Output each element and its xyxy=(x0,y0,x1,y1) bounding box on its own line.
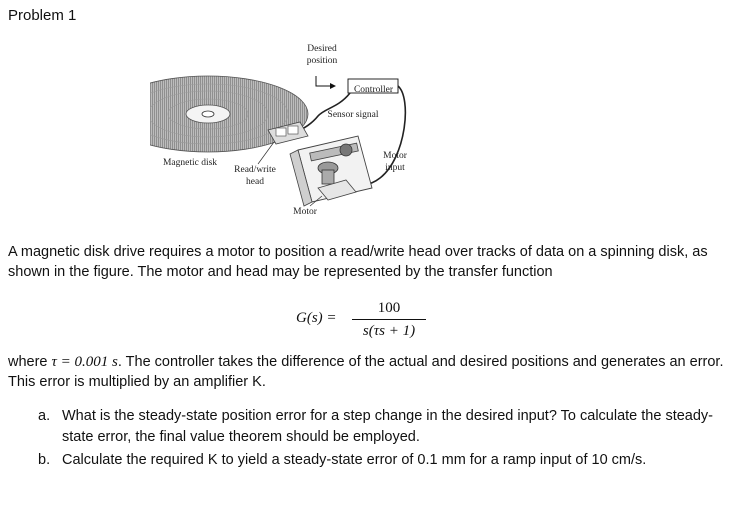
where-suffix: . The controller takes the difference of… xyxy=(8,354,724,390)
magnetic-disk-label: Magnetic disk xyxy=(162,158,218,168)
actuator-assembly xyxy=(289,135,373,207)
desired-position-label-line1: Desired xyxy=(307,44,337,54)
where-paragraph: where τ = 0.001 s. The controller takes … xyxy=(8,352,733,392)
motor-input-label: Motor input xyxy=(375,150,415,174)
desired-position-arrow xyxy=(315,76,330,87)
read-write-head-label: Read/write head xyxy=(230,164,280,188)
disk-drive-figure: Desired position Controller Sensor signa… xyxy=(150,38,430,223)
question-item-a: a. What is the steady-state position err… xyxy=(38,406,728,448)
disk-drive-illustration xyxy=(150,75,407,207)
problem-title: Problem 1 xyxy=(8,7,77,24)
fraction-bar xyxy=(352,319,426,320)
desired-position-label-line2: position xyxy=(306,56,338,66)
read-write-head-label-line1: Read/write xyxy=(234,165,276,175)
motor-label: Motor xyxy=(293,207,317,217)
question-text: What is the steady-state position error … xyxy=(62,408,713,445)
motor-input-label-line1: Motor xyxy=(383,151,407,161)
read-write-head-label-line2: head xyxy=(246,177,264,187)
desired-position-label: Desired position xyxy=(302,43,342,67)
question-list: a. What is the steady-state position err… xyxy=(38,406,728,473)
intro-paragraph: A magnetic disk drive requires a motor t… xyxy=(8,244,708,280)
controller-label: Controller xyxy=(353,85,394,95)
magnetic-disk xyxy=(150,75,309,153)
question-marker: a. xyxy=(38,408,51,424)
question-item-b: b. Calculate the required K to yield a s… xyxy=(38,450,728,471)
question-text: Calculate the required K to yield a stea… xyxy=(62,452,647,468)
equation-lhs: G(s) = xyxy=(296,310,337,326)
tau-expression: τ = 0.001 s xyxy=(51,354,118,370)
equation-denominator: s(τs + 1) xyxy=(362,323,416,339)
equation-numerator: 100 xyxy=(377,300,401,316)
equation-fraction: 100 s(τs + 1) xyxy=(352,298,426,341)
read-write-head xyxy=(267,121,309,145)
motor-input-label-line2: input xyxy=(385,163,405,173)
where-prefix: where xyxy=(8,354,52,370)
question-marker: b. xyxy=(38,452,51,468)
sensor-signal-label: Sensor signal xyxy=(327,110,379,120)
